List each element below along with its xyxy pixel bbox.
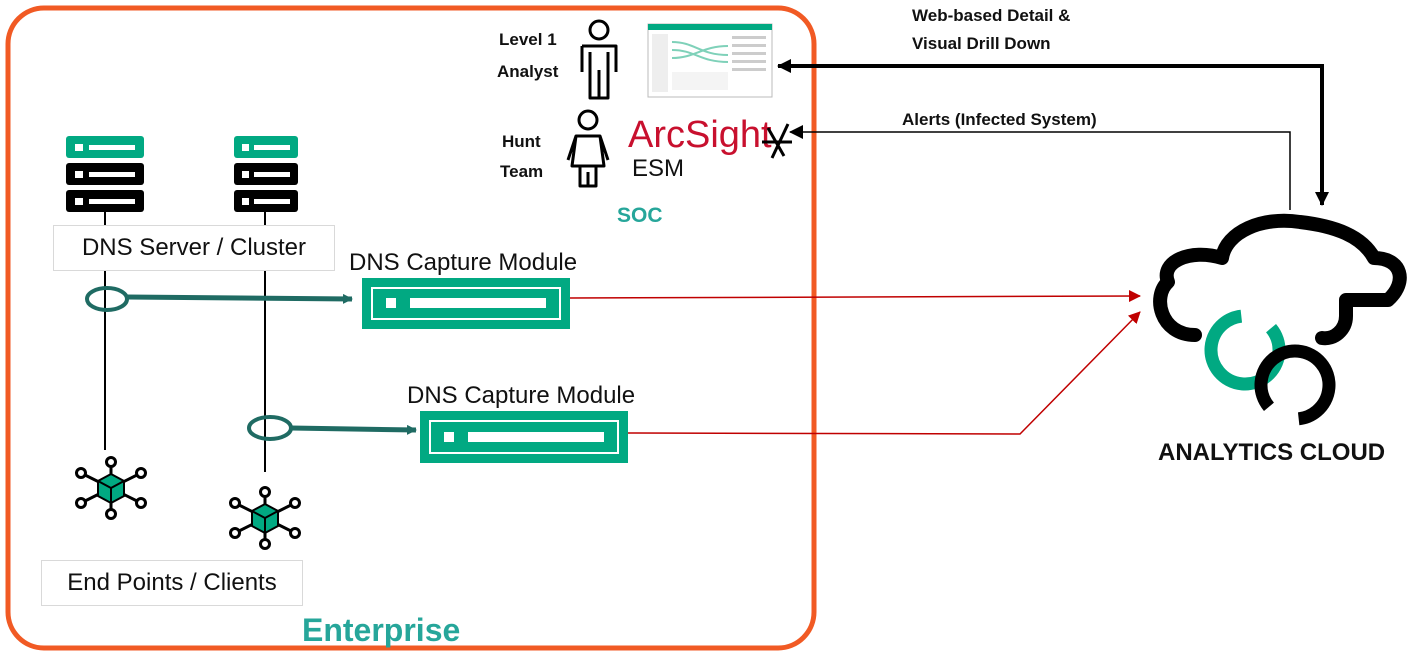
level1-analyst-label-line1: Level 1: [499, 30, 557, 49]
web-drilldown-label-line1: Web-based Detail &: [912, 6, 1071, 25]
arcsight-logo: ArcSight: [628, 114, 772, 156]
capture-to-cloud-arrow: [569, 290, 1141, 303]
dns-capture-module-icon: [420, 411, 628, 463]
tap-to-capture-arrow: [126, 293, 353, 304]
network-tap-icon: [85, 286, 129, 312]
dns-capture-module-icon: [362, 278, 570, 329]
hunt-team-label-line2: Team: [500, 162, 544, 181]
endpoints-label: End Points / Clients: [41, 560, 303, 606]
capture-module-1-label: DNS Capture Module: [349, 249, 578, 276]
level1-analyst-label-line2: Analyst: [497, 62, 559, 81]
capture-to-cloud-arrow: [627, 311, 1141, 435]
analytics-cloud-label: ANALYTICS CLOUD: [1158, 439, 1386, 466]
dns-server-icon: [234, 136, 298, 212]
dashboard-thumbnail: [647, 23, 773, 98]
enterprise-title: Enterprise: [302, 612, 461, 648]
hunt-team-person-icon: [566, 109, 610, 188]
hunt-team-label-line1: Hunt: [502, 132, 541, 151]
endpoint-hub-icon: [75, 456, 147, 520]
alerts-arrow: [789, 125, 1291, 210]
esm-label: ESM: [632, 155, 685, 182]
arcsight-logo-mark-icon: [762, 123, 792, 159]
web-drilldown-arrow: [777, 59, 1324, 200]
tap-to-capture-arrow: [290, 424, 417, 435]
enterprise-boundary: [5, 5, 817, 651]
capture-module-2-label: DNS Capture Module: [407, 382, 636, 409]
endpoint-hub-icon: [229, 486, 301, 550]
analytics-cloud-icon: [1153, 213, 1407, 426]
soc-title: SOC: [617, 204, 663, 227]
alerts-label: Alerts (Infected System): [902, 110, 1097, 129]
web-drilldown-label-line2: Visual Drill Down: [912, 34, 1051, 53]
dns-server-label: DNS Server / Cluster: [53, 225, 335, 271]
network-tap-icon: [247, 415, 293, 441]
analyst-person-icon: [580, 19, 618, 100]
dns-server-icon: [66, 136, 144, 212]
